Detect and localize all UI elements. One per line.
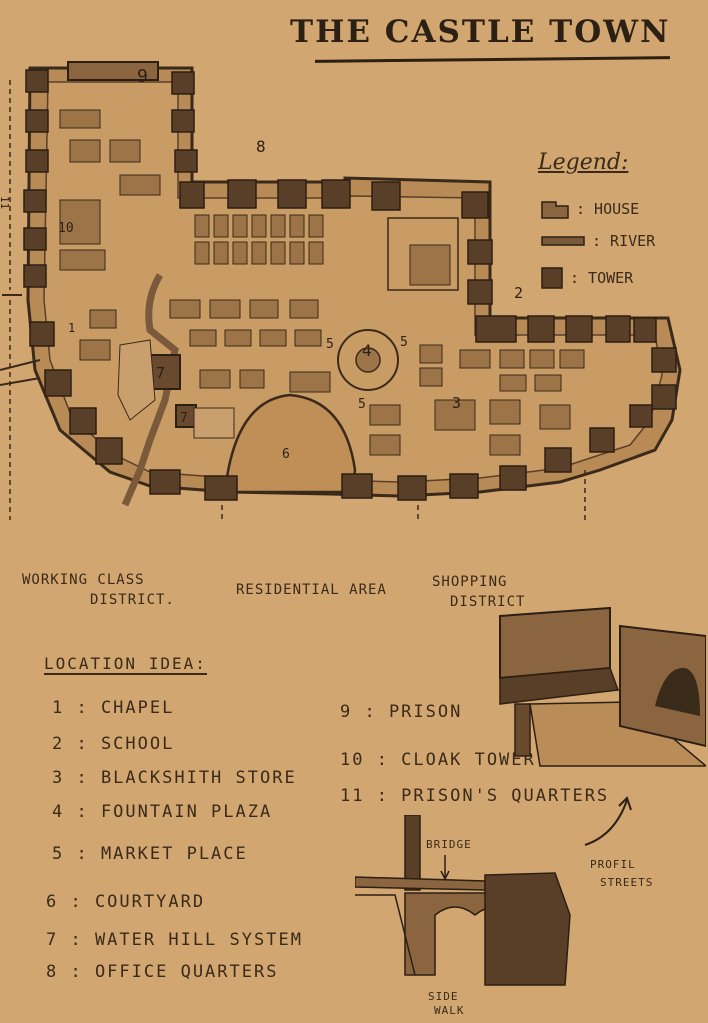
bridge-section-sketch: [355, 815, 571, 986]
district-working-line1: WORKING CLASS: [22, 572, 145, 588]
map-num-6: 6: [282, 447, 290, 462]
location-item: 11 : PRISON'S QUARTERS: [340, 786, 610, 806]
map-num-1: 1: [68, 321, 75, 335]
map-num-5c: 5: [358, 397, 366, 412]
sidewalk-line2: WALK: [434, 1004, 465, 1017]
page-title: THE CASTLE TOWN: [290, 14, 671, 50]
chapel-area: [387, 217, 459, 291]
legend-tower-label: : TOWER: [570, 269, 634, 287]
legend-house: : HOUSE: [540, 198, 639, 220]
legend-tower: : TOWER: [540, 266, 633, 290]
map-num-3: 3: [452, 394, 461, 412]
location-item: 8 : OFFICE QUARTERS: [46, 962, 279, 982]
map-num-5a: 5: [326, 337, 334, 352]
district-shopping-line1: SHOPPING: [432, 574, 508, 590]
location-item: 2 : SCHOOL: [52, 734, 175, 754]
location-item: 9 : PRISON: [340, 702, 463, 722]
location-item: 5 : MARKET PLACE: [52, 844, 248, 864]
location-item: 7 : WATER HILL SYSTEM: [46, 930, 303, 950]
location-item: 1 : CHAPEL: [52, 698, 175, 718]
street-perspective-sketch: [499, 606, 706, 767]
profile-streets-line2: STREETS: [600, 876, 654, 889]
district-working-line2: DISTRICT.: [90, 592, 175, 608]
legend-house-label: : HOUSE: [576, 200, 640, 218]
river-swatch-icon: [541, 236, 585, 246]
location-item: 3 : BLACKSHITH STORE: [52, 768, 297, 788]
bridge-label: BRIDGE: [426, 838, 472, 851]
arrow-icon: [584, 796, 632, 846]
towers: [23, 69, 677, 501]
district-residential: RESIDENTIAL AREA: [236, 582, 387, 598]
map-num-9: 9: [137, 66, 148, 87]
tower-swatch-icon: [541, 267, 563, 289]
location-heading: LOCATION IDEA:: [44, 654, 207, 675]
river: [121, 273, 179, 507]
location-item: 4 : FOUNTAIN PLAZA: [52, 802, 273, 822]
map-num-7a: 7: [156, 364, 165, 382]
map-num-11: 11: [0, 196, 11, 209]
house-swatch-icon: [541, 201, 569, 219]
map-num-2: 2: [514, 284, 523, 302]
map-num-10: 10: [58, 221, 74, 236]
profile-streets-line1: PROFIL: [590, 858, 636, 871]
district-shopping-line2: DISTRICT: [450, 594, 526, 610]
prison-block: [67, 61, 159, 81]
legend-river-label: : RIVER: [592, 232, 656, 250]
map-num-7b: 7: [180, 411, 188, 426]
location-item: 6 : COURTYARD: [46, 892, 206, 912]
map-num-8: 8: [256, 137, 266, 156]
location-item: 10 : CLOAK TOWER: [340, 750, 536, 770]
legend-title: Legend:: [538, 150, 629, 175]
map-num-5b: 5: [400, 335, 408, 350]
courtyard: [223, 393, 357, 494]
map-num-4: 4: [362, 341, 372, 360]
houses: [59, 109, 585, 456]
castle-map: 9 8 10 2 1 4 5 5 5 3 6 7 7 11: [0, 61, 682, 520]
sidewalk-line1: SIDE: [428, 990, 459, 1003]
legend-river: : RIVER: [540, 232, 655, 250]
